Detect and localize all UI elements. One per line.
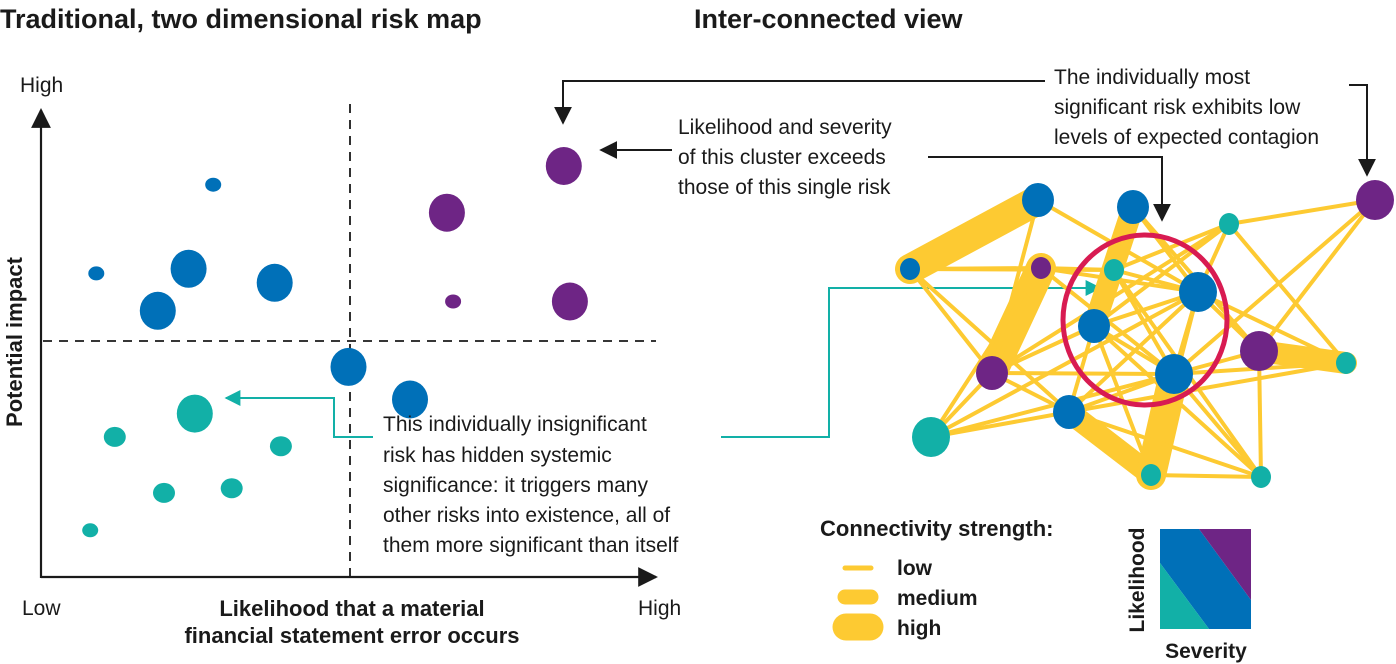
network-edges — [895, 185, 1377, 490]
network-node-medium — [1022, 183, 1054, 217]
edge-low — [1227, 222, 1348, 365]
insignificant-risk-connector-right — [721, 280, 1102, 438]
note-line: significance: it triggers many — [383, 474, 648, 497]
network-node-medium — [1179, 272, 1217, 312]
risk-point-high — [545, 147, 582, 185]
risk-point-medium — [330, 347, 367, 386]
matrix-high-band — [1199, 529, 1251, 600]
risk-point-medium — [139, 291, 176, 330]
edge-low — [1067, 410, 1263, 479]
edge-low — [1257, 349, 1263, 479]
left-panel-title: Traditional, two dimensional risk map — [0, 4, 482, 34]
edge-medium — [1058, 401, 1162, 486]
risk-point-medium — [392, 380, 428, 419]
note-line: This individually insignificant — [383, 413, 647, 436]
edge-low — [908, 267, 1071, 414]
x-axis-title-line2: financial statement error occurs — [184, 623, 519, 648]
edge-low — [990, 324, 1096, 375]
x-axis-title-line1: Likelihood that a material — [219, 596, 484, 621]
risk-point-low — [103, 426, 126, 447]
network-node-medium — [1117, 190, 1149, 224]
note-line: them more significant than itself — [383, 534, 678, 557]
severity-likelihood-matrix: Likelihood Severity — [1126, 528, 1251, 663]
legend-label-medium: medium — [897, 587, 978, 610]
edge-low — [1067, 361, 1348, 414]
risk-point-high — [445, 294, 462, 309]
edge-low — [1112, 222, 1231, 272]
y-axis-title: Potential impact — [2, 256, 27, 427]
y-axis-high-label: High — [20, 74, 63, 97]
edge-low — [990, 198, 1040, 375]
matrix-y-label: Likelihood — [1126, 528, 1149, 633]
connectivity-legend-title: Connectivity strength: — [820, 516, 1053, 541]
most-significant-arrow-to-left-map — [554, 80, 1045, 125]
cluster-arrow-to-ring — [928, 156, 1171, 222]
risk-point-medium — [170, 249, 207, 288]
edge-low — [1172, 198, 1377, 376]
edge-low — [1227, 198, 1377, 226]
edge-low — [929, 372, 1176, 439]
cluster-highlight-ring — [1060, 232, 1230, 408]
network-node-low — [1219, 213, 1239, 235]
risk-point-medium — [88, 266, 105, 281]
risk-point-low — [176, 394, 213, 433]
edge-low — [1092, 324, 1263, 479]
network-node-high — [1240, 331, 1278, 371]
risk-point-low — [82, 523, 99, 538]
right-panel-title: Inter-connected view — [694, 4, 964, 34]
legend-label-low: low — [897, 557, 933, 580]
edge-high — [895, 185, 1053, 284]
network-node-low — [1141, 464, 1161, 486]
connectivity-legend: low medium high — [832, 557, 978, 641]
note-line: risk has hidden systemic — [383, 444, 612, 467]
edge-low — [1149, 473, 1263, 479]
insignificant-risk-connector-left — [224, 390, 373, 438]
cluster-note: Likelihood and severity of this cluster … — [678, 116, 892, 199]
insignificant-risk-note: This individually insignificant risk has… — [383, 413, 678, 557]
matrix-low-band — [1160, 563, 1209, 629]
risk-points — [82, 147, 588, 538]
network-node-low — [1336, 352, 1356, 374]
network-node-medium — [1053, 395, 1085, 429]
note-line: Likelihood and severity — [678, 116, 892, 139]
most-significant-note: The individually most significant risk e… — [1054, 66, 1319, 149]
network-node-medium — [1078, 309, 1110, 343]
network-node-high — [1031, 257, 1051, 279]
network-node-high — [976, 356, 1008, 390]
edge-low — [1092, 222, 1231, 328]
matrix-medium-band — [1160, 529, 1251, 629]
network-node-low — [1251, 466, 1271, 488]
note-line: The individually most — [1054, 66, 1250, 89]
legend-label-high: high — [897, 617, 941, 640]
network-node-low — [912, 417, 950, 457]
network-node-medium — [900, 258, 920, 280]
most-significant-arrow-to-node — [1349, 84, 1376, 177]
x-axis-low-label: Low — [22, 597, 61, 620]
edge-low — [1196, 290, 1348, 365]
risk-point-high — [428, 193, 465, 232]
risk-point-high — [551, 282, 588, 321]
note-line: those of this single risk — [678, 176, 891, 199]
note-line: other risks into existence, all of — [383, 504, 670, 527]
edge-low — [908, 267, 994, 375]
network-node-low — [1104, 259, 1124, 281]
network-node-medium — [1155, 354, 1193, 394]
note-line: of this cluster exceeds — [678, 146, 886, 169]
network-node-high — [1356, 180, 1394, 220]
matrix-x-label: Severity — [1165, 640, 1247, 663]
risk-point-low — [153, 482, 175, 503]
risk-point-medium — [256, 263, 293, 302]
edge-low — [929, 266, 1043, 439]
network-nodes — [900, 180, 1394, 488]
note-line: levels of expected contagion — [1054, 126, 1319, 149]
note-line: significant risk exhibits low — [1054, 96, 1301, 119]
risk-matrix-axes — [31, 104, 658, 587]
risk-point-medium — [205, 177, 222, 192]
x-axis-high-label: High — [638, 597, 681, 620]
risk-point-low — [269, 436, 292, 457]
edge-low — [929, 290, 1200, 439]
risk-point-low — [220, 478, 243, 499]
edge-low — [1257, 198, 1377, 353]
edge-low — [990, 266, 1043, 375]
